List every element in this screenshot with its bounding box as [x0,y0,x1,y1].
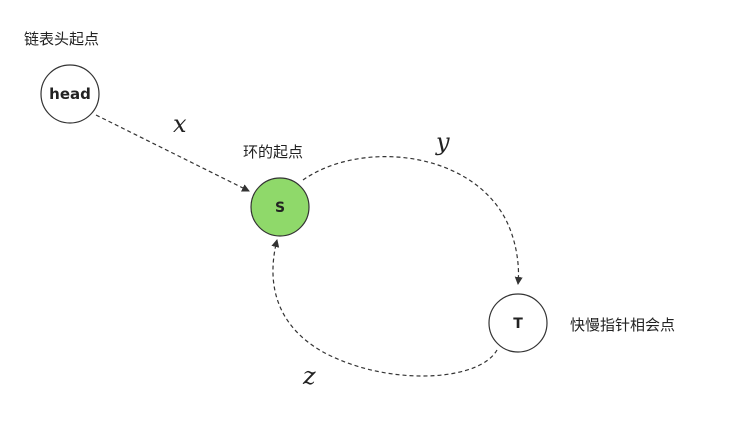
node-head-circle [40,64,100,124]
edge-head-to-s [95,114,250,192]
variable-y: y [435,128,450,156]
edge-s-to-t [302,156,523,285]
meeting-point-label: 快慢指针相会点 [570,316,675,334]
node-head: head [40,64,100,124]
node-t-circle [488,293,548,353]
node-t-label: T [513,316,523,332]
node-s-circle [250,177,310,237]
node-t: T [488,293,548,353]
list-head-label: 链表头起点 [24,30,99,48]
variable-z: z [302,362,316,390]
node-s: S [250,177,310,237]
cycle-start-label: 环的起点 [243,143,303,161]
node-s-label: S [275,200,285,216]
node-head-label: head [49,85,91,103]
variable-x: x [173,110,187,138]
edge-t-to-s [271,239,498,377]
